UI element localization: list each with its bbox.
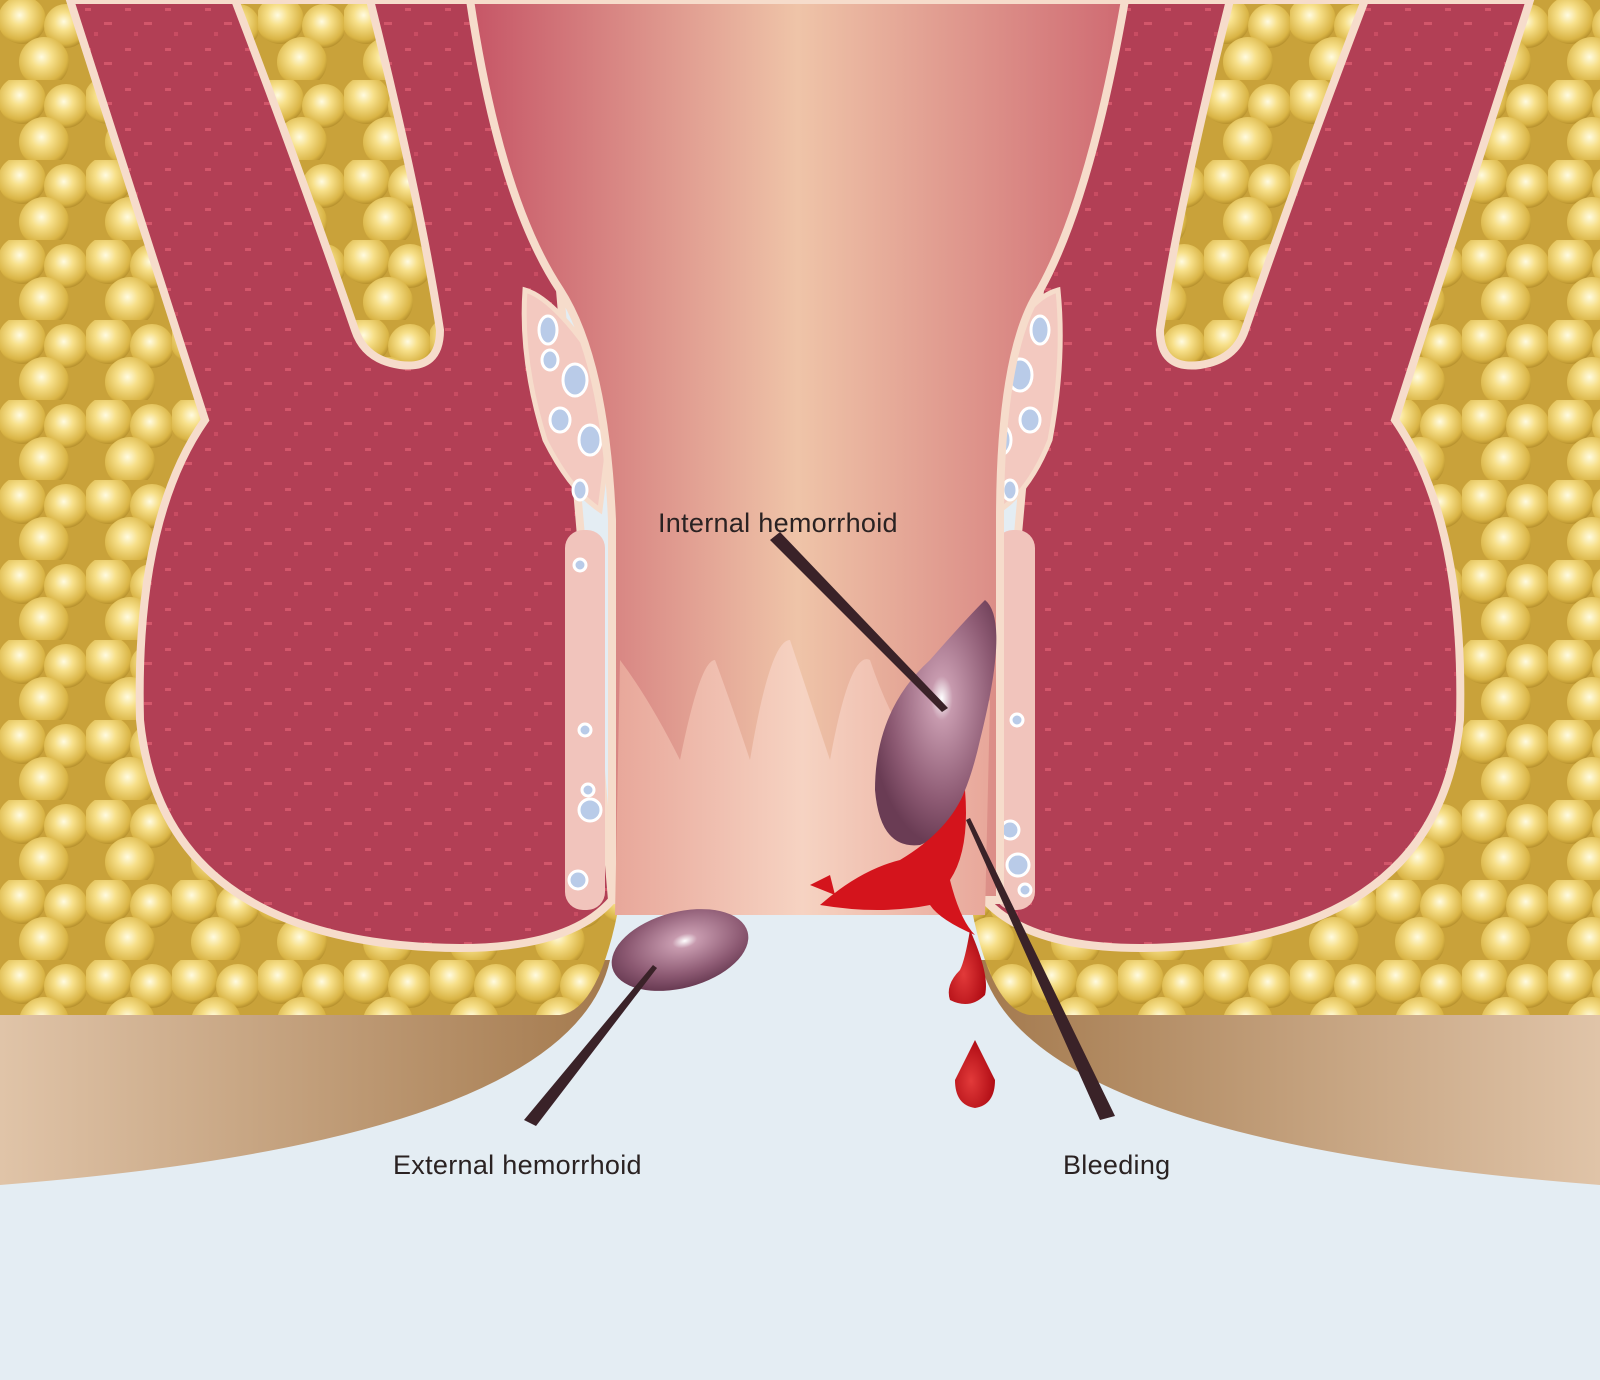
- external-venous-plexus-left: [565, 530, 605, 910]
- label-external-hemorrhoid: External hemorrhoid: [393, 1150, 642, 1180]
- blood-drop-1: [948, 930, 986, 1004]
- skin-left: [0, 960, 610, 1185]
- blood-fleck: [810, 875, 835, 895]
- label-internal-hemorrhoid: Internal hemorrhoid: [658, 508, 898, 538]
- pointer-external: [524, 965, 657, 1126]
- anal-columns: [615, 640, 990, 915]
- fat-fold-right: [1155, 0, 1370, 370]
- pointer-internal: [770, 532, 948, 712]
- blood-drop-2: [955, 1040, 995, 1108]
- blood-splatter: [820, 790, 975, 935]
- vein-cells: [537, 314, 1051, 898]
- label-bleeding: Bleeding: [1063, 1150, 1171, 1180]
- external-hemorrhoid: [611, 909, 749, 991]
- internal-hemorrhoid: [875, 600, 997, 846]
- skin-right: [980, 960, 1600, 1185]
- fat-fold-left: [230, 0, 445, 370]
- pointer-bleeding: [966, 818, 1115, 1120]
